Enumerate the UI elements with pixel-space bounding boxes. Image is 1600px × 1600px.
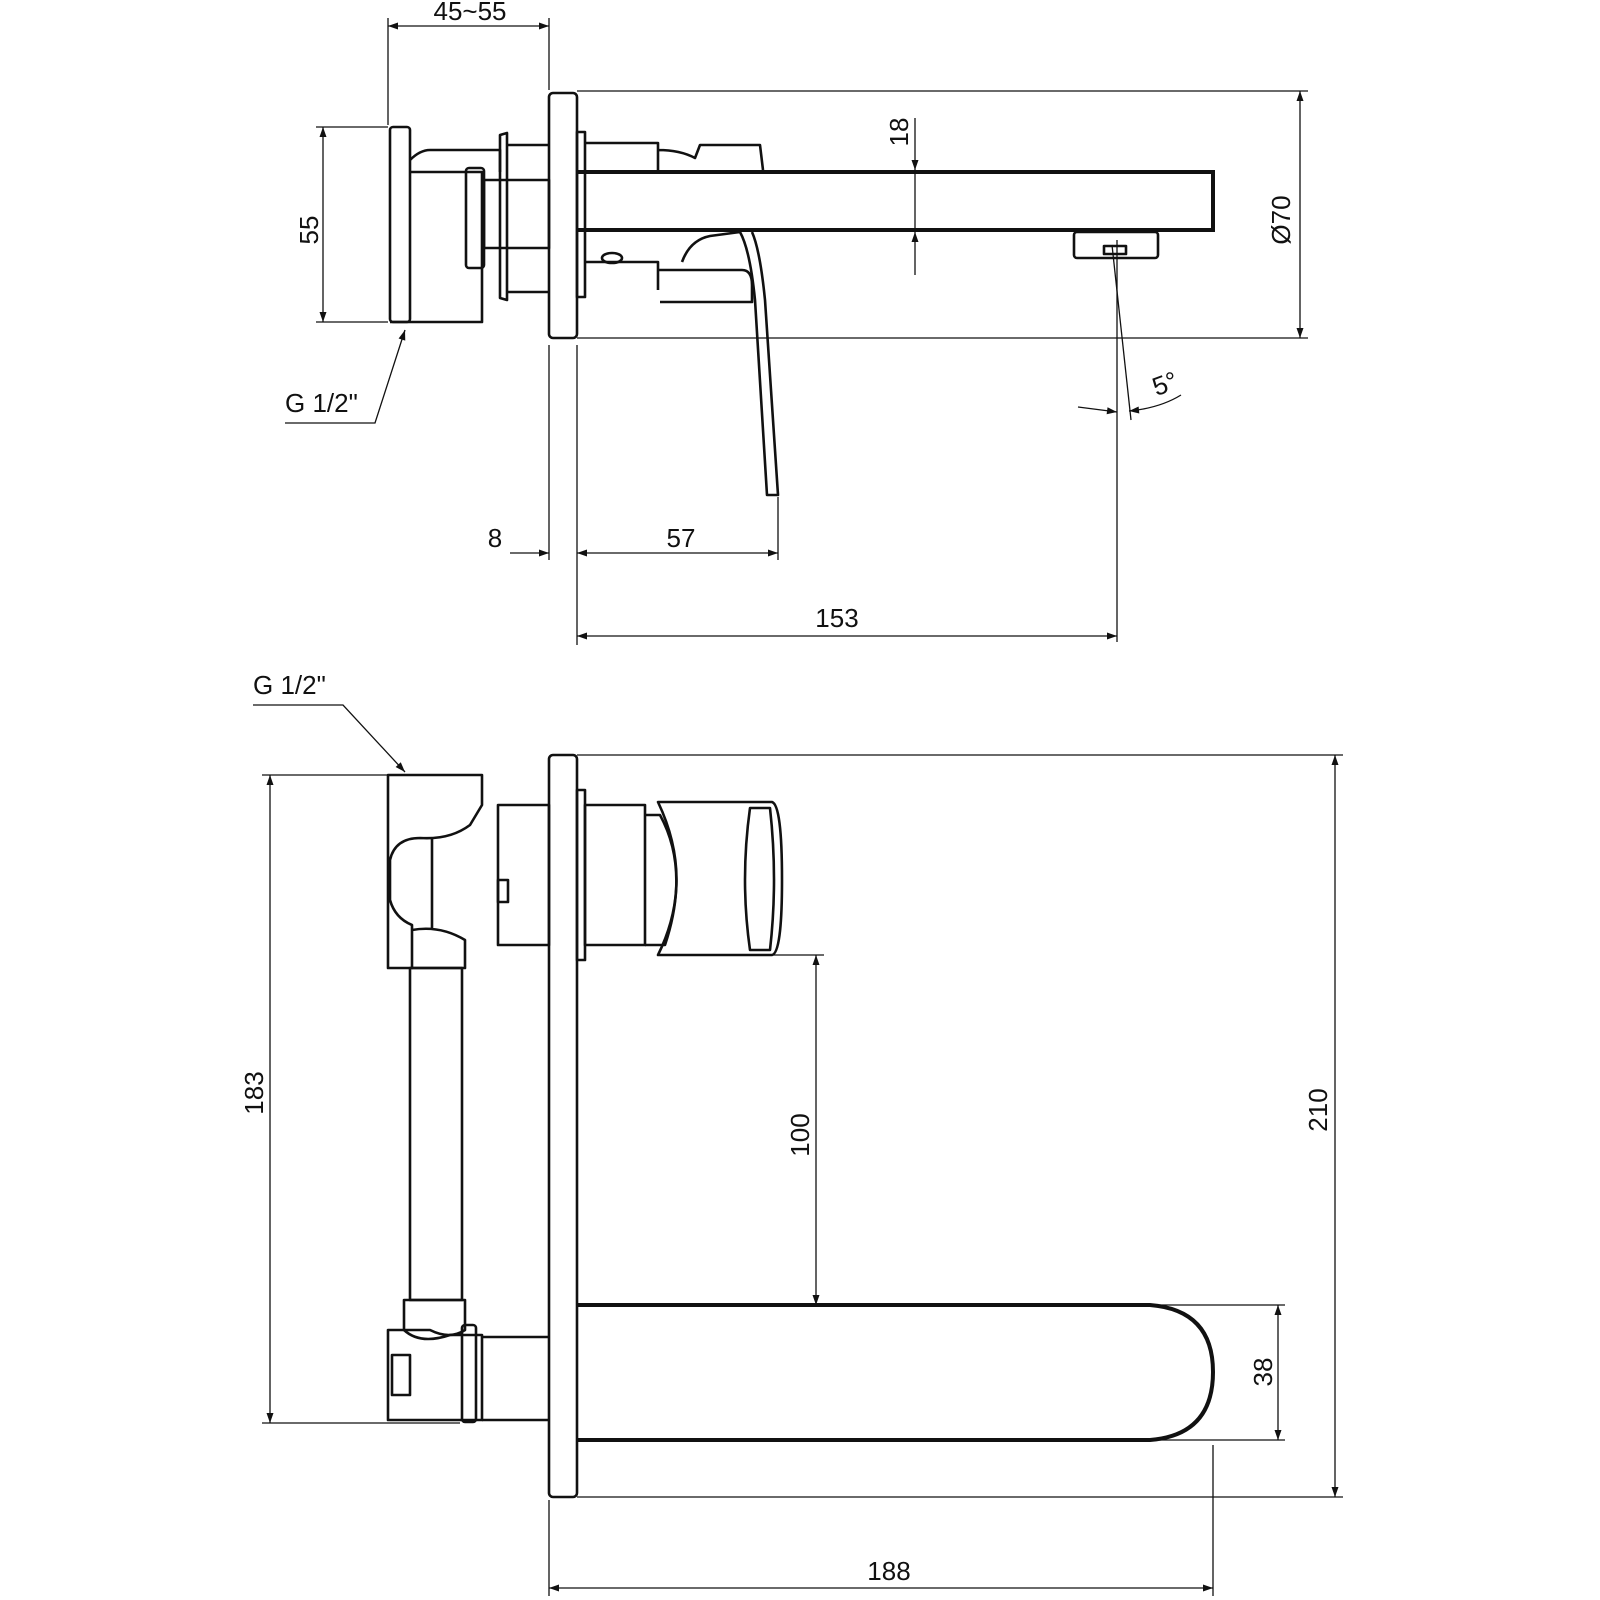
callout-g12-front: G 1/2" xyxy=(253,670,406,773)
lever-side xyxy=(680,230,780,497)
dim-label: Ø70 xyxy=(1266,195,1296,244)
wall-plate-side xyxy=(547,91,579,340)
dim-diameter-70: Ø70 xyxy=(577,90,1308,339)
dim-153: 153 xyxy=(577,603,1117,640)
dim-100: 100 xyxy=(660,954,824,1305)
dim-label: 45~55 xyxy=(433,0,506,26)
handle-front xyxy=(575,788,784,962)
side-view: 45~55 55 18 Ø70 G 1/2" xyxy=(285,0,1308,645)
dim-label: 18 xyxy=(884,118,914,147)
dim-5-degrees: 5° xyxy=(1077,240,1182,642)
mixer-body-front xyxy=(386,773,551,1424)
aerator-side xyxy=(1072,230,1160,260)
dim-45-55: 45~55 xyxy=(387,0,550,125)
dim-label: 38 xyxy=(1248,1358,1278,1387)
dim-label: 153 xyxy=(815,603,858,633)
dim-label: G 1/2" xyxy=(285,388,358,418)
dim-label: 55 xyxy=(294,216,324,245)
cartridge-side xyxy=(575,130,765,304)
mixer-body-side xyxy=(388,125,551,324)
dim-210: 210 xyxy=(577,754,1343,1498)
dim-label: 183 xyxy=(239,1071,269,1114)
dim-label: 57 xyxy=(667,523,696,553)
dim-188: 188 xyxy=(548,1445,1214,1596)
dim-38: 38 xyxy=(1150,1304,1285,1441)
front-view: G 1/2" 183 100 210 38 xyxy=(239,670,1343,1596)
spout-front xyxy=(577,1303,1216,1442)
dim-label: 8 xyxy=(488,523,502,553)
dim-label: G 1/2" xyxy=(253,670,326,700)
dim-label: 5° xyxy=(1148,365,1182,402)
dim-label: 188 xyxy=(867,1556,910,1586)
callout-g12-side: G 1/2" xyxy=(285,329,406,424)
spout-side xyxy=(577,170,1215,232)
dim-18: 18 xyxy=(884,118,919,275)
dim-8-57: 8 57 xyxy=(488,345,779,645)
dim-183: 183 xyxy=(239,774,460,1424)
dim-label: 100 xyxy=(785,1113,815,1156)
wall-plate-front xyxy=(547,753,579,1499)
dim-55: 55 xyxy=(294,126,388,323)
dim-label: 210 xyxy=(1303,1088,1333,1131)
